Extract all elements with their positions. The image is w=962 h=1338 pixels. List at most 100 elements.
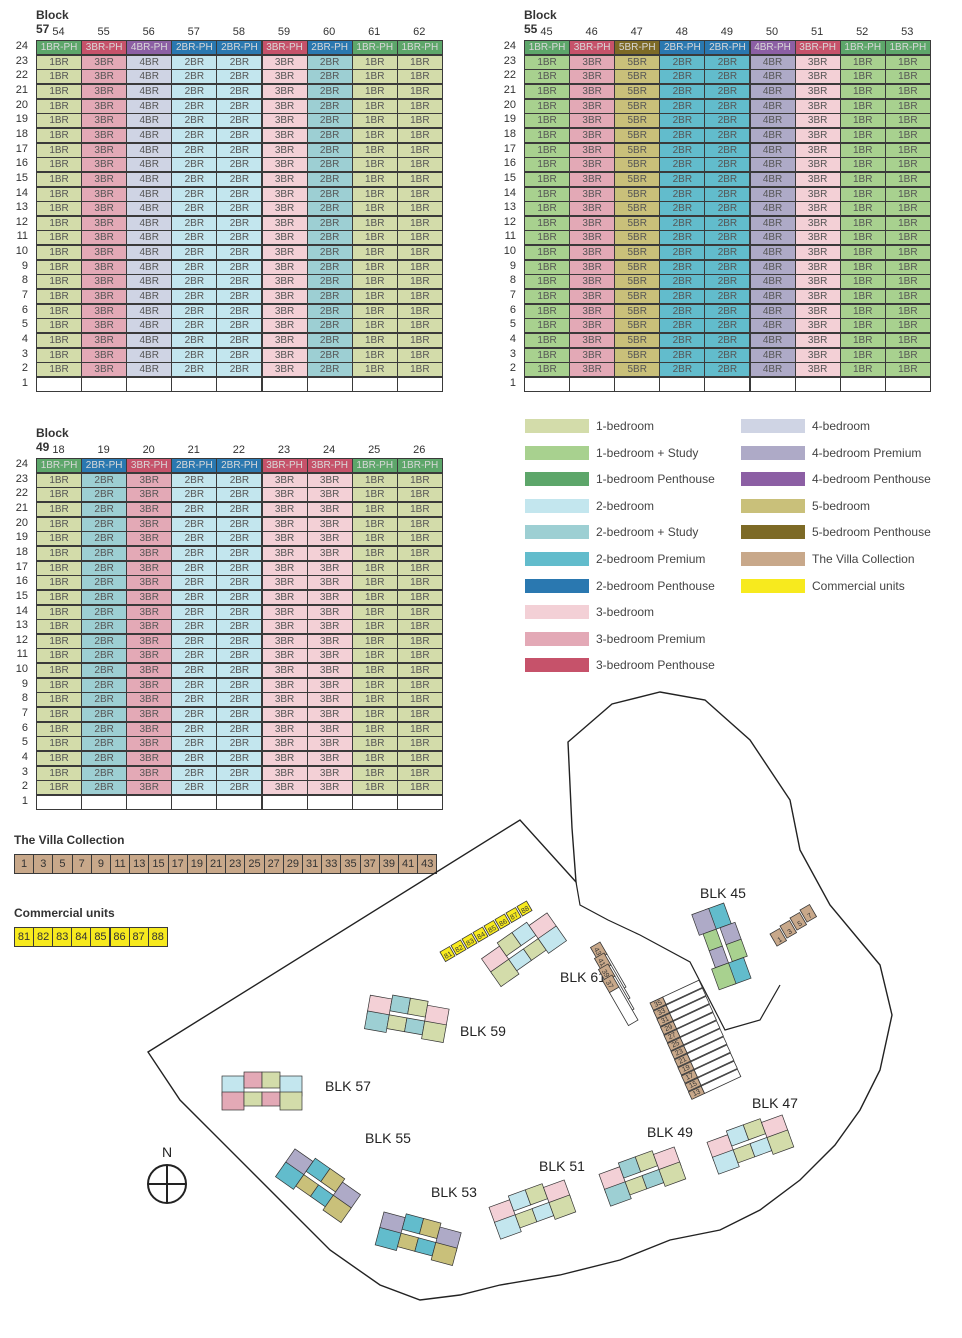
unit-cell: 2BR (306, 230, 353, 246)
unit-cell: 1BR (396, 83, 443, 99)
unit-cell: 1BR (36, 560, 83, 576)
unit-cell: 1BR (36, 765, 83, 781)
unit-cell: 3BR (261, 516, 308, 532)
unit-cell: 1BR (839, 113, 886, 129)
floor-label: 17 (503, 142, 516, 155)
compass: N (147, 1144, 187, 1204)
unit-cell: 1BR (396, 648, 443, 664)
unit-cell: 2BR (171, 663, 218, 679)
unit-cell: 1BR (36, 575, 83, 591)
unit-cell: 1BR (396, 472, 443, 488)
unit-cell: 3BR (81, 98, 128, 114)
unit-column-header: 54 (52, 26, 65, 38)
unit-cell: 2BR (216, 707, 263, 723)
site-unit-shape (279, 1091, 303, 1111)
floor-label: 12 (15, 633, 28, 646)
floor-label: 11 (504, 230, 516, 243)
unit-cell: 2BR (216, 230, 263, 246)
floor-label: 17 (15, 560, 28, 573)
unit-cell: 1BR (36, 215, 83, 231)
unit-cell: 3BR (794, 83, 841, 99)
unit-cell: 2BR (171, 362, 218, 378)
site-block-label: BLK 57 (325, 1078, 371, 1094)
unit-cell: 1BR (884, 289, 931, 305)
unit-column-header: 26 (413, 444, 426, 456)
unit-cell: 1BR (884, 69, 931, 85)
unit-cell: 2BR (216, 604, 263, 620)
floor-label: 13 (15, 201, 28, 214)
site-unit-shape (261, 1071, 281, 1089)
penthouse-cell: 1BR-PH (36, 40, 83, 55)
unit-cell: 1BR (884, 171, 931, 187)
block-title: Block 55 (524, 8, 557, 36)
unit-cell: 2BR (216, 333, 263, 348)
unit-cell: 1BR (396, 362, 443, 378)
floor-label: 15 (15, 171, 28, 184)
unit-cell: 1BR (36, 707, 83, 723)
unit-cell: 3BR (261, 201, 308, 217)
north-label: N (162, 1144, 172, 1160)
unit-cell: 1BR (884, 230, 931, 246)
unit-cell: 2BR (216, 347, 263, 363)
floor-label: 3 (21, 347, 28, 360)
unit-cell: 2BR (306, 142, 353, 158)
floor-label: 19 (503, 113, 516, 126)
unit-cell: 1BR (396, 751, 443, 766)
site-block-building (691, 902, 752, 991)
unit-column-header: 18 (52, 444, 65, 456)
unit-cell: 1BR (839, 245, 886, 261)
unit-cell: 1BR (36, 69, 83, 85)
site-unit-shape (261, 1091, 281, 1107)
unit-cell: 1BR (884, 83, 931, 99)
unit-cell: 1BR (396, 633, 443, 649)
floor-label: 19 (15, 113, 28, 126)
unit-cell: 4BR (749, 186, 796, 202)
floor-label: 24 (15, 40, 28, 52)
unit-cell: 2BR (216, 127, 263, 143)
unit-cell: 3BR (261, 186, 308, 202)
unit-cell: 1BR (884, 142, 931, 158)
unit-cell: 3BR (794, 230, 841, 246)
unit-cell: 1BR (396, 589, 443, 605)
unit-cell: 1BR (396, 127, 443, 143)
unit-cell: 1BR (351, 531, 398, 547)
unit-cell: 4BR (126, 113, 173, 129)
unit-cell: 1BR (351, 113, 398, 129)
floor-label: 12 (15, 215, 28, 228)
penthouse-cell: 1BR-PH (351, 458, 398, 473)
unit-cell: 1BR (396, 98, 443, 114)
floor-label: 21 (503, 83, 516, 96)
unit-cell: 3BR (794, 113, 841, 129)
floor-label: 4 (21, 333, 28, 345)
unit-cell: 1BR (884, 333, 931, 348)
floor-label: 12 (503, 215, 516, 228)
unit-cell: 2BR (216, 289, 263, 305)
unit-cell: 1BR (839, 186, 886, 202)
unit-cell: 3BR (81, 83, 128, 99)
unit-cell: 1BR (36, 347, 83, 363)
unit-cell: 3BR (81, 215, 128, 231)
site-unit-shape (407, 997, 429, 1018)
unit-cell: 1BR (884, 201, 931, 217)
unit-cell: 3BR (794, 259, 841, 275)
floor-label: 5 (21, 736, 28, 749)
unit-cell: 2BR (704, 113, 751, 129)
unit-cell: 1BR (524, 215, 571, 231)
unit-cell: 2BR (81, 516, 128, 532)
unit-cell: 2BR (171, 501, 218, 517)
unit-column-header: 57 (187, 26, 200, 38)
unit-cell: 2BR (81, 604, 128, 620)
unit-cell: 1BR (36, 501, 83, 517)
floor-label: 24 (15, 458, 28, 470)
unit-cell: 1BR (839, 215, 886, 231)
floor-label: 24 (503, 40, 516, 52)
unit-cell: 1BR (396, 186, 443, 202)
site-unit-shape (404, 1017, 426, 1036)
unit-cell: 5BR (614, 274, 661, 290)
penthouse-cell: 1BR-PH (839, 40, 886, 55)
unit-cell: 2BR (306, 347, 353, 363)
unit-column-header: 19 (97, 444, 110, 456)
floor-label: 15 (503, 171, 516, 184)
floor-label: 6 (21, 721, 28, 734)
site-block-building (364, 994, 450, 1043)
